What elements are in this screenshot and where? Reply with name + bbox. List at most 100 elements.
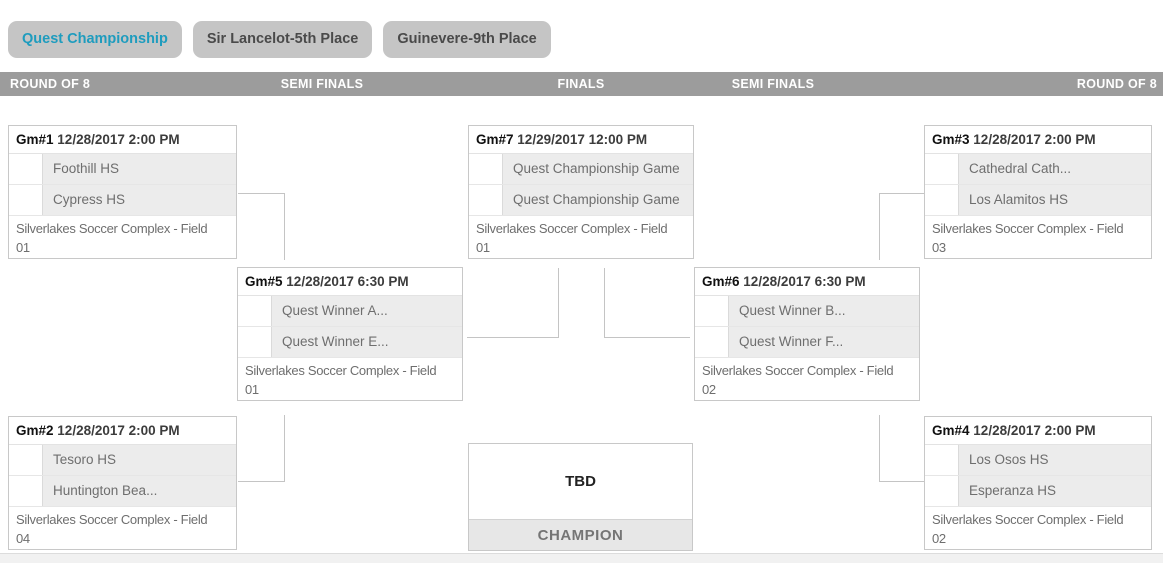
game-number: Gm#3	[932, 132, 970, 147]
team-name: Los Osos HS	[959, 445, 1151, 475]
connector-line	[879, 415, 880, 482]
connector-line	[238, 193, 284, 194]
score-cell	[9, 185, 43, 215]
round-header-semi-finals-left: SEMI FINALS	[280, 77, 364, 91]
game-datetime: 12/28/2017 6:30 PM	[743, 274, 866, 289]
game-number: Gm#1	[16, 132, 54, 147]
game-header: Gm#2 12/28/2017 2:00 PM	[9, 417, 236, 445]
team-name: Quest Winner F...	[729, 327, 919, 357]
tab-sir-lancelot-5th-place[interactable]: Sir Lancelot-5th Place	[192, 21, 373, 58]
team-row: Esperanza HS	[925, 476, 1151, 507]
game-header: Gm#7 12/29/2017 12:00 PM	[469, 126, 693, 154]
score-cell	[925, 445, 959, 475]
game-box-gm6: Gm#6 12/28/2017 6:30 PM Quest Winner B..…	[694, 267, 920, 401]
team-row: Huntington Bea...	[9, 476, 236, 507]
venue-label: Silverlakes Soccer Complex - Field 01	[476, 221, 668, 255]
connector-line	[879, 481, 924, 482]
connector-line	[879, 193, 880, 260]
game-header: Gm#3 12/28/2017 2:00 PM	[925, 126, 1151, 154]
team-row: Cathedral Cath...	[925, 154, 1151, 185]
game-number: Gm#2	[16, 423, 54, 438]
connector-line	[467, 337, 558, 338]
team-name: Huntington Bea...	[43, 476, 236, 506]
game-header: Gm#1 12/28/2017 2:00 PM	[9, 126, 236, 154]
team-row: Quest Winner E...	[238, 327, 462, 358]
game-box-gm4: Gm#4 12/28/2017 2:00 PM Los Osos HS Espe…	[924, 416, 1152, 550]
venue-label: Silverlakes Soccer Complex - Field 01	[245, 363, 437, 397]
team-name: Quest Winner E...	[272, 327, 462, 357]
game-number: Gm#5	[245, 274, 283, 289]
champion-placeholder: TBD	[565, 473, 596, 490]
game-header: Gm#5 12/28/2017 6:30 PM	[238, 268, 462, 296]
game-number: Gm#4	[932, 423, 970, 438]
game-box-gm2: Gm#2 12/28/2017 2:00 PM Tesoro HS Huntin…	[8, 416, 237, 550]
score-cell	[9, 154, 43, 184]
score-cell	[695, 296, 729, 326]
venue-label: Silverlakes Soccer Complex - Field 02	[702, 363, 894, 397]
score-cell	[469, 185, 503, 215]
connector-line	[604, 337, 690, 338]
round-header-semi-finals-right: SEMI FINALS	[731, 77, 815, 91]
score-cell	[469, 154, 503, 184]
score-cell	[925, 185, 959, 215]
game-box-gm1: Gm#1 12/28/2017 2:00 PM Foothill HS Cypr…	[8, 125, 237, 259]
round-header-round-of-8-left: ROUND OF 8	[10, 77, 91, 91]
team-row: Quest Winner A...	[238, 296, 462, 327]
team-row: Foothill HS	[9, 154, 236, 185]
bracket-tabs: Quest Championship Sir Lancelot-5th Plac…	[8, 21, 551, 58]
team-name: Esperanza HS	[959, 476, 1151, 506]
team-row: Tesoro HS	[9, 445, 236, 476]
team-row: Los Osos HS	[925, 445, 1151, 476]
team-name: Quest Championship Game	[503, 154, 693, 184]
team-name: Cathedral Cath...	[959, 154, 1151, 184]
team-row: Quest Winner F...	[695, 327, 919, 358]
team-row: Quest Championship Game	[469, 185, 693, 216]
venue-label: Silverlakes Soccer Complex - Field 04	[16, 512, 208, 546]
score-cell	[9, 445, 43, 475]
connector-line	[284, 193, 285, 260]
connector-line	[558, 268, 559, 338]
score-cell	[9, 476, 43, 506]
venue-label: Silverlakes Soccer Complex - Field 02	[932, 512, 1124, 546]
game-datetime: 12/29/2017 12:00 PM	[517, 132, 648, 147]
game-datetime: 12/28/2017 6:30 PM	[286, 274, 409, 289]
tab-quest-championship[interactable]: Quest Championship	[8, 21, 182, 58]
team-row: Quest Winner B...	[695, 296, 919, 327]
score-cell	[695, 327, 729, 357]
round-header-bar: ROUND OF 8 SEMI FINALS FINALS SEMI FINAL…	[0, 72, 1163, 96]
champion-box: TBD CHAMPION	[468, 443, 693, 551]
team-name: Los Alamitos HS	[959, 185, 1151, 215]
team-row: Los Alamitos HS	[925, 185, 1151, 216]
venue-label: Silverlakes Soccer Complex - Field 01	[16, 221, 208, 255]
score-cell	[238, 296, 272, 326]
venue-label: Silverlakes Soccer Complex - Field 03	[932, 221, 1124, 255]
tab-guinevere-9th-place[interactable]: Guinevere-9th Place	[383, 21, 551, 58]
connector-line	[604, 268, 605, 338]
game-datetime: 12/28/2017 2:00 PM	[57, 132, 180, 147]
team-name: Tesoro HS	[43, 445, 236, 475]
horizontal-scrollbar[interactable]	[0, 553, 1163, 563]
game-header: Gm#4 12/28/2017 2:00 PM	[925, 417, 1151, 445]
game-datetime: 12/28/2017 2:00 PM	[973, 423, 1096, 438]
game-box-gm3: Gm#3 12/28/2017 2:00 PM Cathedral Cath..…	[924, 125, 1152, 259]
game-number: Gm#7	[476, 132, 514, 147]
team-row: Quest Championship Game	[469, 154, 693, 185]
game-datetime: 12/28/2017 2:00 PM	[57, 423, 180, 438]
team-name: Foothill HS	[43, 154, 236, 184]
connector-line	[238, 481, 284, 482]
game-datetime: 12/28/2017 2:00 PM	[973, 132, 1096, 147]
connector-line	[879, 193, 924, 194]
team-row: Cypress HS	[9, 185, 236, 216]
game-box-gm7: Gm#7 12/29/2017 12:00 PM Quest Champions…	[468, 125, 694, 259]
game-box-gm5: Gm#5 12/28/2017 6:30 PM Quest Winner A..…	[237, 267, 463, 401]
team-name: Quest Winner B...	[729, 296, 919, 326]
team-name: Quest Championship Game	[503, 185, 693, 215]
score-cell	[238, 327, 272, 357]
team-name: Quest Winner A...	[272, 296, 462, 326]
champion-label: CHAMPION	[469, 519, 692, 550]
game-header: Gm#6 12/28/2017 6:30 PM	[695, 268, 919, 296]
round-header-round-of-8-right: ROUND OF 8	[1076, 77, 1157, 91]
score-cell	[925, 154, 959, 184]
score-cell	[925, 476, 959, 506]
